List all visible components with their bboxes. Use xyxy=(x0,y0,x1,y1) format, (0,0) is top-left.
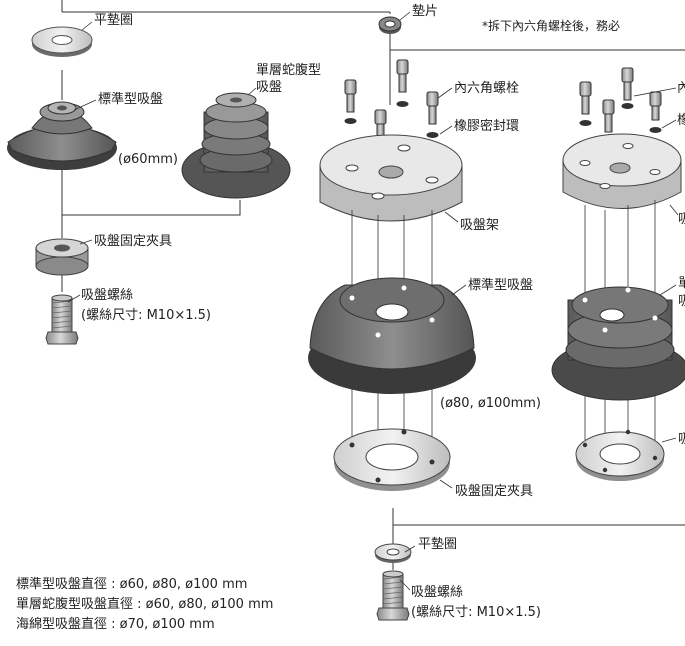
center-leader-lines xyxy=(399,11,467,591)
center-cup-holder xyxy=(319,134,463,222)
left-cup-screw xyxy=(45,294,79,345)
label-cup-screw-left: 吸盤螺絲 xyxy=(81,288,134,303)
label-shim: 墊片 xyxy=(412,4,439,19)
label-flat-washer: 平墊圈 xyxy=(94,13,134,28)
label-cut-rubber-seal: 橡 xyxy=(677,113,685,128)
label-bellows-cup-line2: 吸盤 xyxy=(256,80,283,95)
right-bellows-cup xyxy=(551,286,685,401)
left-cup-clamp xyxy=(35,238,89,276)
center-standard-cup xyxy=(308,277,476,394)
label-cut-cup-2: 吸 xyxy=(678,294,685,309)
legend-line-bellows: 單層蛇腹型吸盤直徑 : ø60, ø80, ø100 mm xyxy=(16,597,274,612)
left-bellows-cup xyxy=(181,92,291,199)
label-bellows-cup-line1: 單層蛇腹型 xyxy=(256,63,322,78)
label-cup-clamp-center: 吸盤固定夾具 xyxy=(455,484,534,499)
label-screw-size-left: (螺絲尺寸: M10×1.5) xyxy=(81,308,211,323)
center-flat-washer xyxy=(374,543,412,563)
right-hex-bolts xyxy=(579,67,662,148)
label-cup-screw-bottom: 吸盤螺絲 xyxy=(411,585,464,600)
right-cup-clamp xyxy=(575,429,665,481)
label-cup-holder: 吸盤架 xyxy=(460,218,500,233)
legend-line-sponge: 海綿型吸盤直徑 : ø70, ø100 mm xyxy=(16,617,215,632)
label-cut-cup-holder: 吸 xyxy=(678,212,685,227)
left-leader-lines xyxy=(67,21,257,303)
left-flat-washer xyxy=(31,26,93,57)
label-rubber-seal: 橡膠密封環 xyxy=(454,119,520,134)
label-screw-size-bottom: (螺絲尺寸: M10×1.5) xyxy=(411,605,541,620)
legend-line-standard: 標準型吸盤直徑 : ø60, ø80, ø100 mm xyxy=(16,577,248,592)
label-cut-clamp: 吸 xyxy=(678,432,685,447)
center-cup-clamp xyxy=(333,428,451,491)
center-connector-lines xyxy=(389,12,685,570)
label-standard-cup: 標準型吸盤 xyxy=(98,92,164,107)
label-size-large: (ø80, ø100mm) xyxy=(440,396,541,411)
center-shim xyxy=(378,16,402,34)
label-flat-washer-bottom: 平墊圈 xyxy=(418,537,458,552)
right-cup-holder xyxy=(562,133,682,209)
label-size-small: (ø60mm) xyxy=(118,152,178,167)
right-leader-lines xyxy=(633,87,679,443)
label-hex-bolt: 內六角螺栓 xyxy=(454,81,520,96)
label-standard-cup-large: 標準型吸盤 xyxy=(468,278,534,293)
left-standard-cup xyxy=(7,101,117,170)
label-cut-cup-1: 單 xyxy=(678,276,685,291)
label-removal-note: *拆下內六角螺栓後，務必 xyxy=(482,19,621,33)
label-cut-hex-bolt: 內 xyxy=(677,81,685,96)
diameter-legend: 標準型吸盤直徑 : ø60, ø80, ø100 mm 單層蛇腹型吸盤直徑 : … xyxy=(16,575,273,635)
label-cup-clamp-left: 吸盤固定夾具 xyxy=(94,234,173,249)
center-hex-bolts xyxy=(344,59,439,159)
center-cup-screw xyxy=(376,570,410,621)
